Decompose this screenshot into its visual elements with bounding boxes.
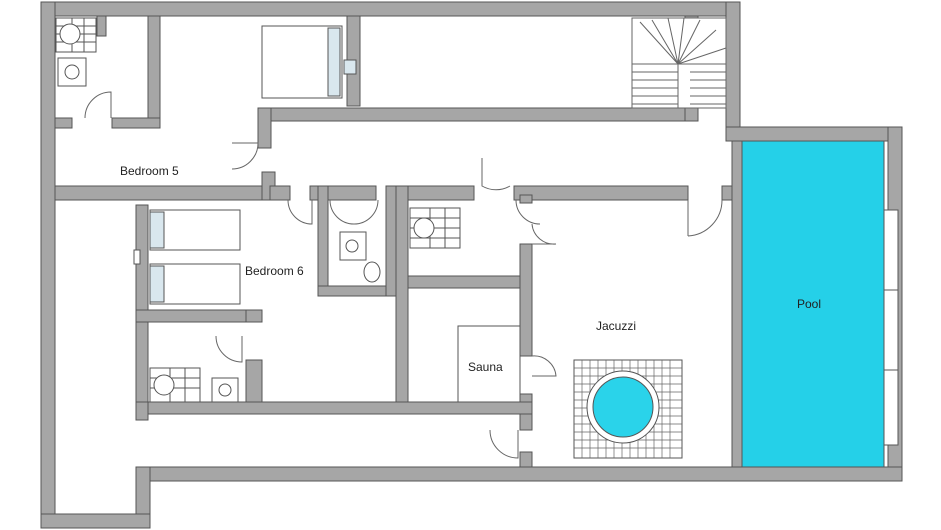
label-bedroom6: Bedroom 6 — [245, 264, 304, 278]
door-sauna — [531, 355, 557, 377]
label-jacuzzi: Jacuzzi — [596, 319, 636, 333]
label-bedroom5: Bedroom 5 — [120, 164, 179, 178]
bath-sink-icon — [339, 231, 367, 261]
door-stairs — [481, 158, 511, 191]
door-wc — [84, 91, 112, 119]
jacuzzi — [573, 359, 683, 459]
sauna-bench-icon — [457, 325, 521, 403]
label-pool: Pool — [797, 297, 821, 311]
door-jacuzzi-side — [531, 223, 557, 245]
staircase — [631, 17, 727, 109]
door-jacuzzi-top — [515, 199, 541, 225]
stairs-toilet-icon — [409, 207, 461, 249]
interior-walls — [54, 15, 743, 468]
door-lower — [489, 429, 519, 459]
bath6-toilet-icon — [149, 367, 201, 403]
bath6-sink-icon — [211, 377, 239, 403]
windows — [883, 209, 899, 446]
door-bedroom6-bath — [215, 335, 243, 363]
sink-icon — [57, 57, 87, 87]
label-sauna: Sauna — [468, 360, 503, 374]
door-hall-left — [287, 199, 313, 225]
toilet-icon — [55, 17, 97, 53]
twin-bed-icon — [133, 209, 241, 305]
bed-icon — [261, 25, 343, 99]
doors — [84, 91, 723, 459]
pool-water — [741, 140, 885, 468]
door-bath — [329, 199, 355, 225]
fixtures — [55, 17, 521, 403]
door-hall-right — [687, 199, 723, 237]
door-bedroom5 — [231, 142, 259, 170]
wardrobe-icon — [343, 59, 357, 75]
door-bath-2 — [353, 199, 379, 225]
bath-toilet-icon — [363, 261, 381, 283]
